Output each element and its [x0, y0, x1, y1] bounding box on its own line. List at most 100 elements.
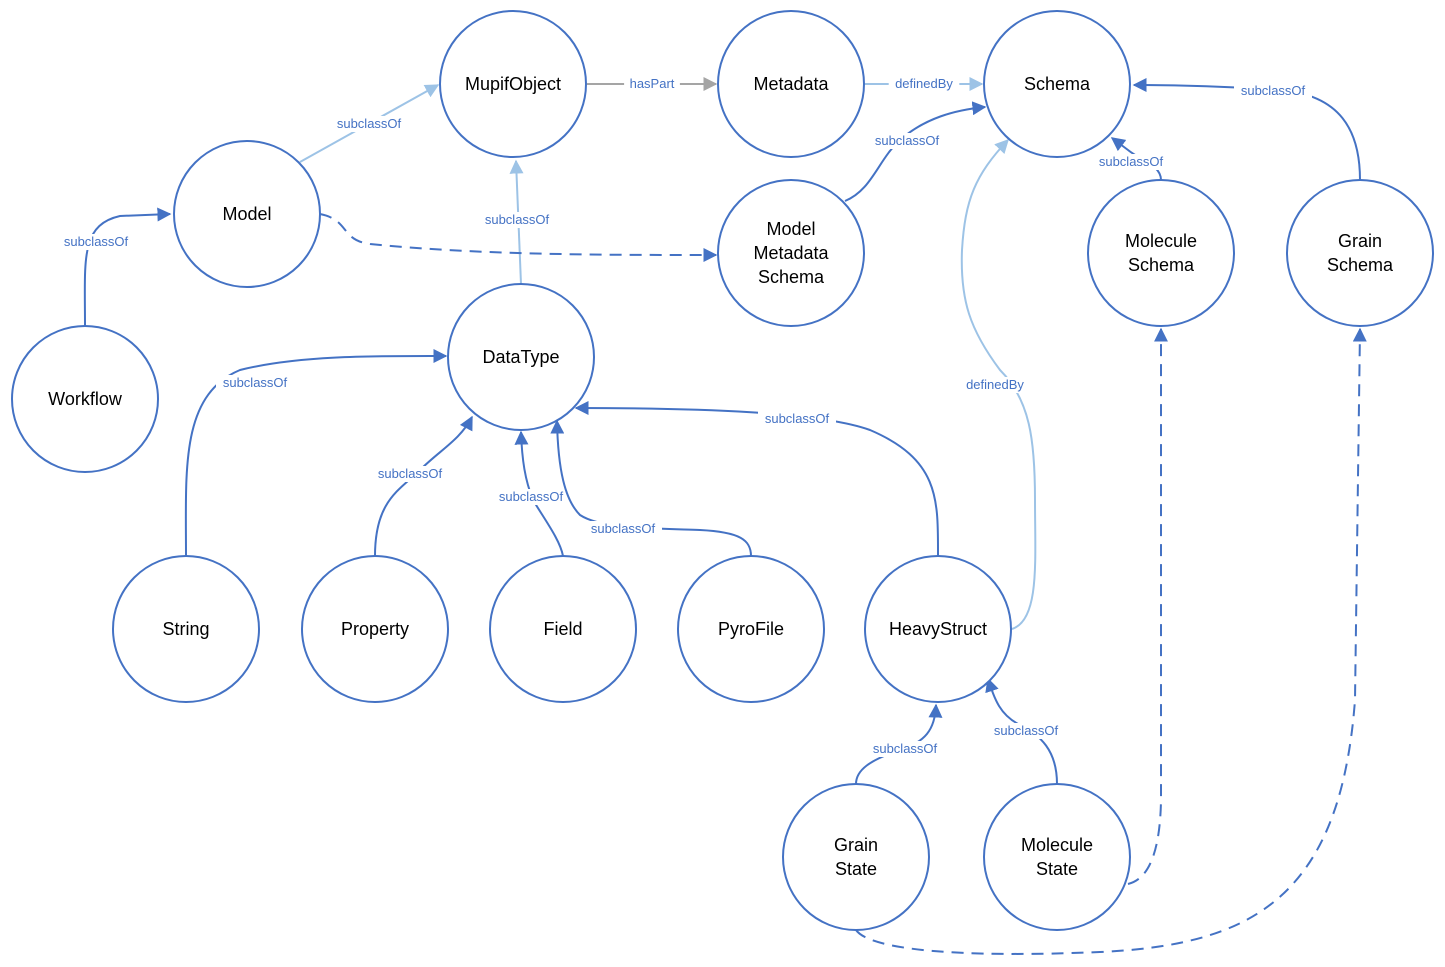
- edge-label-background: [584, 521, 662, 537]
- edge-label: hasPart: [630, 76, 675, 91]
- node-circle[interactable]: [447, 283, 595, 431]
- node-circle[interactable]: [489, 555, 637, 703]
- edge-label: subclassOf: [223, 375, 288, 390]
- edge-label: subclassOf: [994, 723, 1059, 738]
- edge-label-background: [216, 375, 294, 391]
- edge-label-background: [57, 234, 135, 250]
- node-circle[interactable]: [983, 10, 1131, 158]
- node-circle[interactable]: [11, 325, 159, 473]
- node-heavystruct[interactable]: HeavyStruct: [864, 555, 1012, 703]
- edge-label: definedBy: [895, 76, 953, 91]
- edge-pyrofile-datatype: subclassOf: [550, 419, 752, 557]
- edge-label-background: [987, 723, 1065, 739]
- edge-label-background: [371, 466, 449, 482]
- edge-label-background: [1234, 83, 1312, 99]
- node-circle[interactable]: [301, 555, 449, 703]
- node-label: Workflow: [48, 389, 123, 409]
- edge-label-background: [888, 76, 960, 92]
- node-workflow[interactable]: Workflow: [11, 325, 159, 473]
- node-label: HeavyStruct: [889, 619, 987, 639]
- edge-label: subclassOf: [591, 521, 656, 536]
- node-label: MupifObject: [465, 74, 561, 94]
- edge-molecule-state-molecule-schema: [1127, 327, 1168, 885]
- node-label: State: [835, 859, 877, 879]
- node-label: Schema: [758, 267, 825, 287]
- node-property[interactable]: Property: [301, 555, 449, 703]
- node-circle[interactable]: [1286, 179, 1434, 327]
- edge-line: [319, 213, 718, 262]
- edge-line: [574, 401, 940, 557]
- node-label: Schema: [1024, 74, 1091, 94]
- edge-label-background: [478, 212, 556, 228]
- edge-label: subclassOf: [337, 116, 402, 131]
- node-pyrofile[interactable]: PyroFile: [677, 555, 825, 703]
- edge-label: subclassOf: [875, 133, 940, 148]
- edge-label: subclassOf: [765, 411, 830, 426]
- edge-label-background: [1092, 154, 1170, 170]
- edge-string-datatype: subclassOf: [184, 348, 448, 557]
- edges-layer: subclassOf hasPart definedBy subclassOf subc…: [57, 76, 1367, 955]
- node-model[interactable]: Model: [173, 140, 321, 288]
- edge-label-background: [492, 489, 570, 505]
- node-circle[interactable]: [112, 555, 260, 703]
- node-label: Field: [543, 619, 582, 639]
- node-datatype[interactable]: DataType: [447, 283, 595, 431]
- edge-label-background: [868, 133, 946, 149]
- edge-label-background: [866, 741, 944, 757]
- node-circle[interactable]: [173, 140, 321, 288]
- edge-heavystruct-schema: definedBy: [959, 138, 1037, 630]
- edge-line: [1127, 327, 1168, 885]
- node-label: String: [162, 619, 209, 639]
- edge-label: subclassOf: [485, 212, 550, 227]
- node-label: Metadata: [753, 243, 829, 263]
- node-circle[interactable]: [677, 555, 825, 703]
- node-label: Grain: [1338, 231, 1382, 251]
- edge-label: subclassOf: [64, 234, 129, 249]
- node-label: Schema: [1128, 255, 1195, 275]
- edge-line: [960, 138, 1037, 630]
- node-schema[interactable]: Schema: [983, 10, 1131, 158]
- node-circle[interactable]: [1087, 179, 1235, 327]
- edge-label-background: [758, 411, 836, 427]
- node-circle[interactable]: [782, 783, 930, 931]
- node-string[interactable]: String: [112, 555, 260, 703]
- node-label: State: [1036, 859, 1078, 879]
- node-metadata[interactable]: Metadata: [717, 10, 865, 158]
- edge-label-background: [624, 76, 680, 92]
- edge-line: [83, 207, 172, 327]
- node-label: Molecule: [1021, 835, 1093, 855]
- edge-label: subclassOf: [378, 466, 443, 481]
- edge-label: subclassOf: [499, 489, 564, 504]
- edge-line: [184, 348, 448, 557]
- node-circle[interactable]: [717, 179, 865, 327]
- node-circle[interactable]: [717, 10, 865, 158]
- edge-grain-state-heavystruct: subclassOf: [855, 703, 944, 785]
- edge-mms-schema: subclassOf: [844, 101, 987, 202]
- edge-line: [374, 415, 473, 557]
- edge-molecule-schema-schema: subclassOf: [1092, 137, 1170, 181]
- edge-mupifobject-metadata: hasPart: [587, 76, 718, 92]
- edge-label: definedBy: [966, 377, 1024, 392]
- node-label: Metadata: [753, 74, 829, 94]
- edge-line: [844, 101, 987, 202]
- edge-field-datatype: subclassOf: [492, 430, 570, 557]
- node-circle[interactable]: [983, 783, 1131, 931]
- node-label: DataType: [482, 347, 559, 367]
- edge-label: subclassOf: [1099, 154, 1164, 169]
- node-label: Molecule: [1125, 231, 1197, 251]
- node-mupifobject[interactable]: MupifObject: [439, 10, 587, 158]
- edge-heavystruct-datatype: subclassOf: [574, 401, 940, 557]
- edge-grain-schema-schema: subclassOf: [1132, 78, 1361, 181]
- node-circle[interactable]: [439, 10, 587, 158]
- node-field[interactable]: Field: [489, 555, 637, 703]
- edge-metadata-schema: definedBy: [865, 76, 984, 92]
- node-circle[interactable]: [864, 555, 1012, 703]
- edge-label: subclassOf: [1241, 83, 1306, 98]
